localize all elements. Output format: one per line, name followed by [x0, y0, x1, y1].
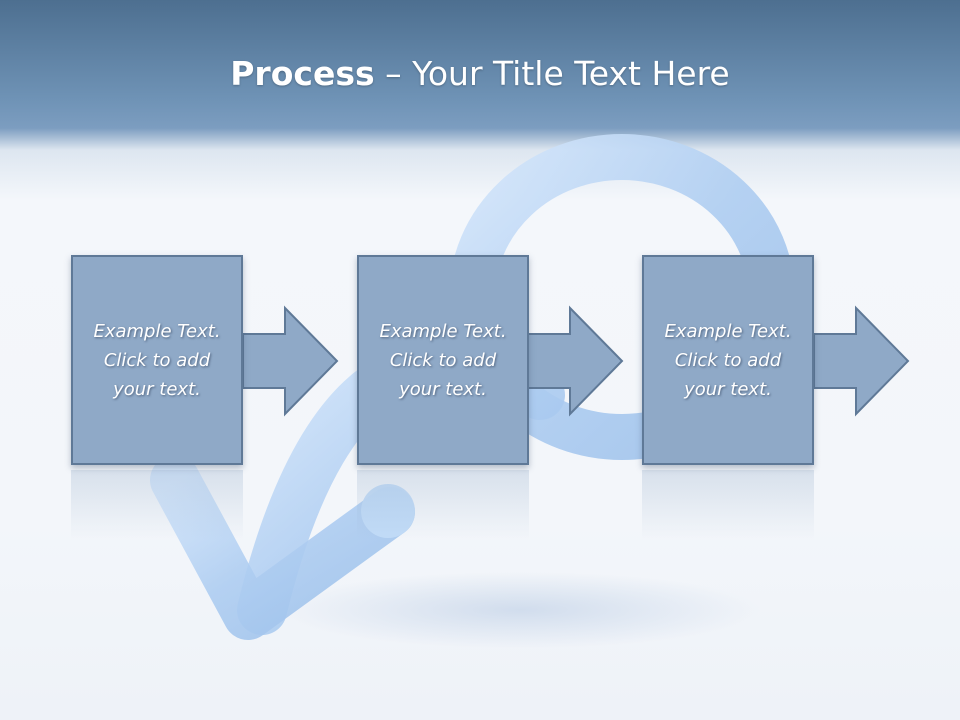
process-step-3[interactable]: Example Text. Click to add your text.	[642, 255, 814, 465]
process-step-2[interactable]: Example Text. Click to add your text.	[357, 255, 529, 465]
step-1-text: Example Text. Click to add your text.	[93, 320, 221, 400]
right-arrow-icon	[813, 305, 910, 417]
right-arrow-icon	[527, 305, 624, 417]
step-2-reflection	[357, 470, 529, 540]
right-arrow-icon	[242, 305, 339, 417]
step-1-reflection	[71, 470, 243, 540]
title-separator: –	[374, 54, 413, 93]
step-2-text: Example Text. Click to add your text.	[379, 320, 507, 400]
process-step-1[interactable]: Example Text. Click to add your text.	[71, 255, 243, 465]
step-3-text: Example Text. Click to add your text.	[664, 320, 792, 400]
title-rest: Your Title Text Here	[412, 54, 730, 93]
step-3-reflection	[642, 470, 814, 540]
title-bold: Process	[230, 54, 375, 93]
slide-title: Process – Your Title Text Here	[0, 52, 960, 96]
